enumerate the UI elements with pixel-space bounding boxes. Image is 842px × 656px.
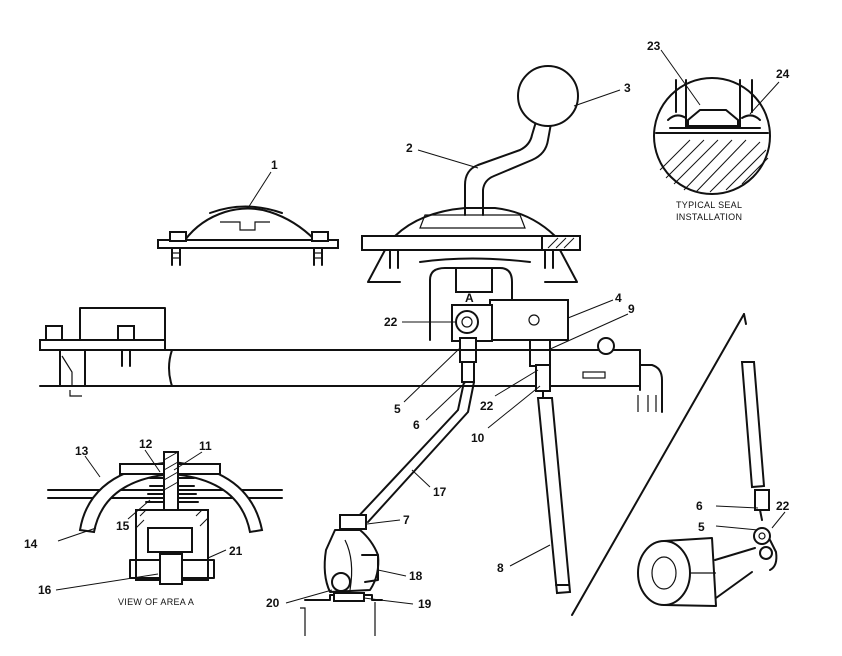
callout-20: 20 bbox=[266, 596, 280, 610]
captions: TYPICAL SEAL INSTALLATION VIEW OF AREA A bbox=[118, 200, 742, 607]
shift-rod-detail-right bbox=[740, 361, 778, 571]
callout-22-right: 22 bbox=[776, 499, 790, 513]
callout-4: 4 bbox=[615, 291, 622, 305]
seal-caption-line2: INSTALLATION bbox=[676, 212, 742, 222]
callout-18: 18 bbox=[409, 569, 423, 583]
seal-caption-line1: TYPICAL SEAL bbox=[676, 200, 742, 210]
bushing-detail bbox=[637, 537, 756, 607]
callout-5-right: 5 bbox=[698, 520, 705, 534]
callout-6: 6 bbox=[413, 418, 420, 432]
shift-lever bbox=[464, 114, 553, 216]
callout-labels: 1 2 3 4 9 22 A 5 6 22 10 17 7 8 18 19 20… bbox=[24, 39, 790, 611]
left-frame-bracket bbox=[39, 307, 166, 397]
shift-rod bbox=[354, 361, 475, 523]
shift-knob bbox=[517, 65, 579, 127]
shifter-base-housing bbox=[361, 207, 581, 283]
callout-12: 12 bbox=[139, 437, 153, 451]
callout-16: 16 bbox=[38, 583, 52, 597]
callout-10: 10 bbox=[471, 431, 485, 445]
callout-6-right: 6 bbox=[696, 499, 703, 513]
callout-11: 11 bbox=[199, 439, 212, 453]
boot-cover-plate bbox=[157, 205, 339, 266]
callout-5: 5 bbox=[394, 402, 401, 416]
area-a-detail-view bbox=[47, 451, 283, 585]
callout-23: 23 bbox=[647, 39, 661, 53]
callout-7: 7 bbox=[403, 513, 410, 527]
lever-mount-bracket bbox=[429, 267, 569, 367]
callout-detail-a: A bbox=[465, 291, 474, 305]
callout-1: 1 bbox=[271, 158, 278, 172]
transmission-lever bbox=[300, 514, 383, 636]
seal-detail-view bbox=[653, 77, 771, 195]
callout-13: 13 bbox=[75, 444, 89, 458]
callout-17: 17 bbox=[433, 485, 447, 499]
view-area-caption: VIEW OF AREA A bbox=[118, 597, 194, 607]
callout-22-center: 22 bbox=[480, 399, 494, 413]
callout-15: 15 bbox=[116, 519, 130, 533]
callout-9: 9 bbox=[628, 302, 635, 316]
callout-22: 22 bbox=[384, 315, 398, 329]
callout-3: 3 bbox=[624, 81, 631, 95]
callout-8: 8 bbox=[497, 561, 504, 575]
shift-rod-8 bbox=[535, 364, 572, 595]
callout-2: 2 bbox=[406, 141, 413, 155]
break-line bbox=[571, 313, 747, 616]
callout-24: 24 bbox=[776, 67, 790, 81]
callout-14: 14 bbox=[24, 537, 38, 551]
leader-lines bbox=[55, 49, 786, 605]
callout-19: 19 bbox=[418, 597, 432, 611]
callout-21: 21 bbox=[229, 544, 243, 558]
